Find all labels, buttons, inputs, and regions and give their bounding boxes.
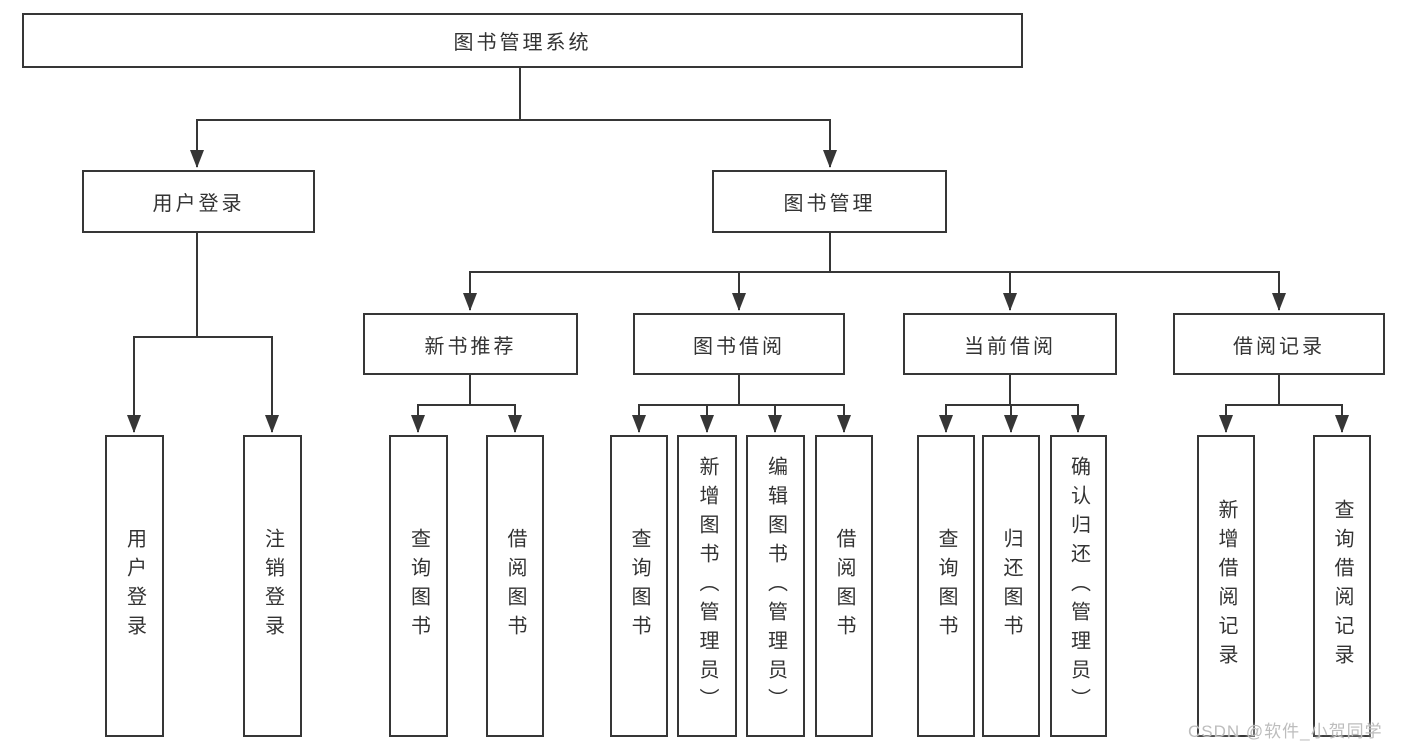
node-book-management-label: 图书管理 <box>783 193 876 215</box>
leaf-nb-borrow-books: 借阅图书 <box>486 435 544 737</box>
leaf-cb-confirm-return: 确认归还（管理员） <box>1050 435 1107 737</box>
node-new-books-label: 新书推荐 <box>424 335 517 358</box>
edges-user-login-children <box>127 232 279 433</box>
leaf-nb-query-books: 查询图书 <box>389 435 448 737</box>
edges-root-to-level2 <box>190 67 837 168</box>
leaf-br-query-record-label: 查询借阅记录 <box>1331 499 1353 673</box>
node-current-borrowing: 当前借阅 <box>903 313 1117 375</box>
leaf-logout-label: 注销登录 <box>261 528 284 644</box>
leaf-br-add-record: 新增借阅记录 <box>1197 435 1255 737</box>
node-user-login-label: 用户登录 <box>152 193 245 215</box>
leaf-bb-query-books: 查询图书 <box>610 435 668 737</box>
leaf-cb-query-books-label: 查询图书 <box>935 528 957 644</box>
leaf-bb-borrow-books-label: 借阅图书 <box>833 528 855 644</box>
leaf-cb-query-books: 查询图书 <box>917 435 975 737</box>
leaf-br-add-record-label: 新增借阅记录 <box>1215 499 1237 673</box>
node-current-borrowing-label: 当前借阅 <box>964 335 1056 358</box>
leaf-user-login-label: 用户登录 <box>123 528 146 644</box>
leaf-nb-query-books-label: 查询图书 <box>407 528 430 644</box>
leaf-user-login: 用户登录 <box>105 435 164 737</box>
node-book-management: 图书管理 <box>712 170 947 233</box>
leaf-cb-return-books-label: 归还图书 <box>1000 528 1022 644</box>
node-book-borrowing: 图书借阅 <box>633 313 845 375</box>
edges-book-management-children <box>463 232 1286 311</box>
leaf-br-query-record: 查询借阅记录 <box>1313 435 1371 737</box>
edges-level3-children <box>411 374 1349 433</box>
leaf-bb-add-books: 新增图书（管理员） <box>677 435 737 737</box>
leaf-bb-edit-books-label: 编辑图书（管理员） <box>764 455 787 717</box>
leaf-nb-borrow-books-label: 借阅图书 <box>504 528 526 644</box>
node-borrowing-records-label: 借阅记录 <box>1233 335 1325 358</box>
csdn-watermark: CSDN @软件_小贺同学 <box>1188 722 1383 741</box>
leaf-bb-edit-books: 编辑图书（管理员） <box>746 435 805 737</box>
node-root: 图书管理系统 <box>22 13 1023 68</box>
leaf-bb-query-books-label: 查询图书 <box>628 528 650 644</box>
leaf-logout: 注销登录 <box>243 435 302 737</box>
node-root-label: 图书管理系统 <box>453 32 592 54</box>
leaf-cb-return-books: 归还图书 <box>982 435 1040 737</box>
leaf-bb-add-books-label: 新增图书（管理员） <box>696 455 718 717</box>
node-borrowing-records: 借阅记录 <box>1173 313 1385 375</box>
leaf-bb-borrow-books: 借阅图书 <box>815 435 873 737</box>
node-book-borrowing-label: 图书借阅 <box>693 335 785 358</box>
node-new-books: 新书推荐 <box>363 313 578 375</box>
leaf-cb-confirm-return-label: 确认归还（管理员） <box>1067 455 1090 717</box>
node-user-login: 用户登录 <box>82 170 315 233</box>
